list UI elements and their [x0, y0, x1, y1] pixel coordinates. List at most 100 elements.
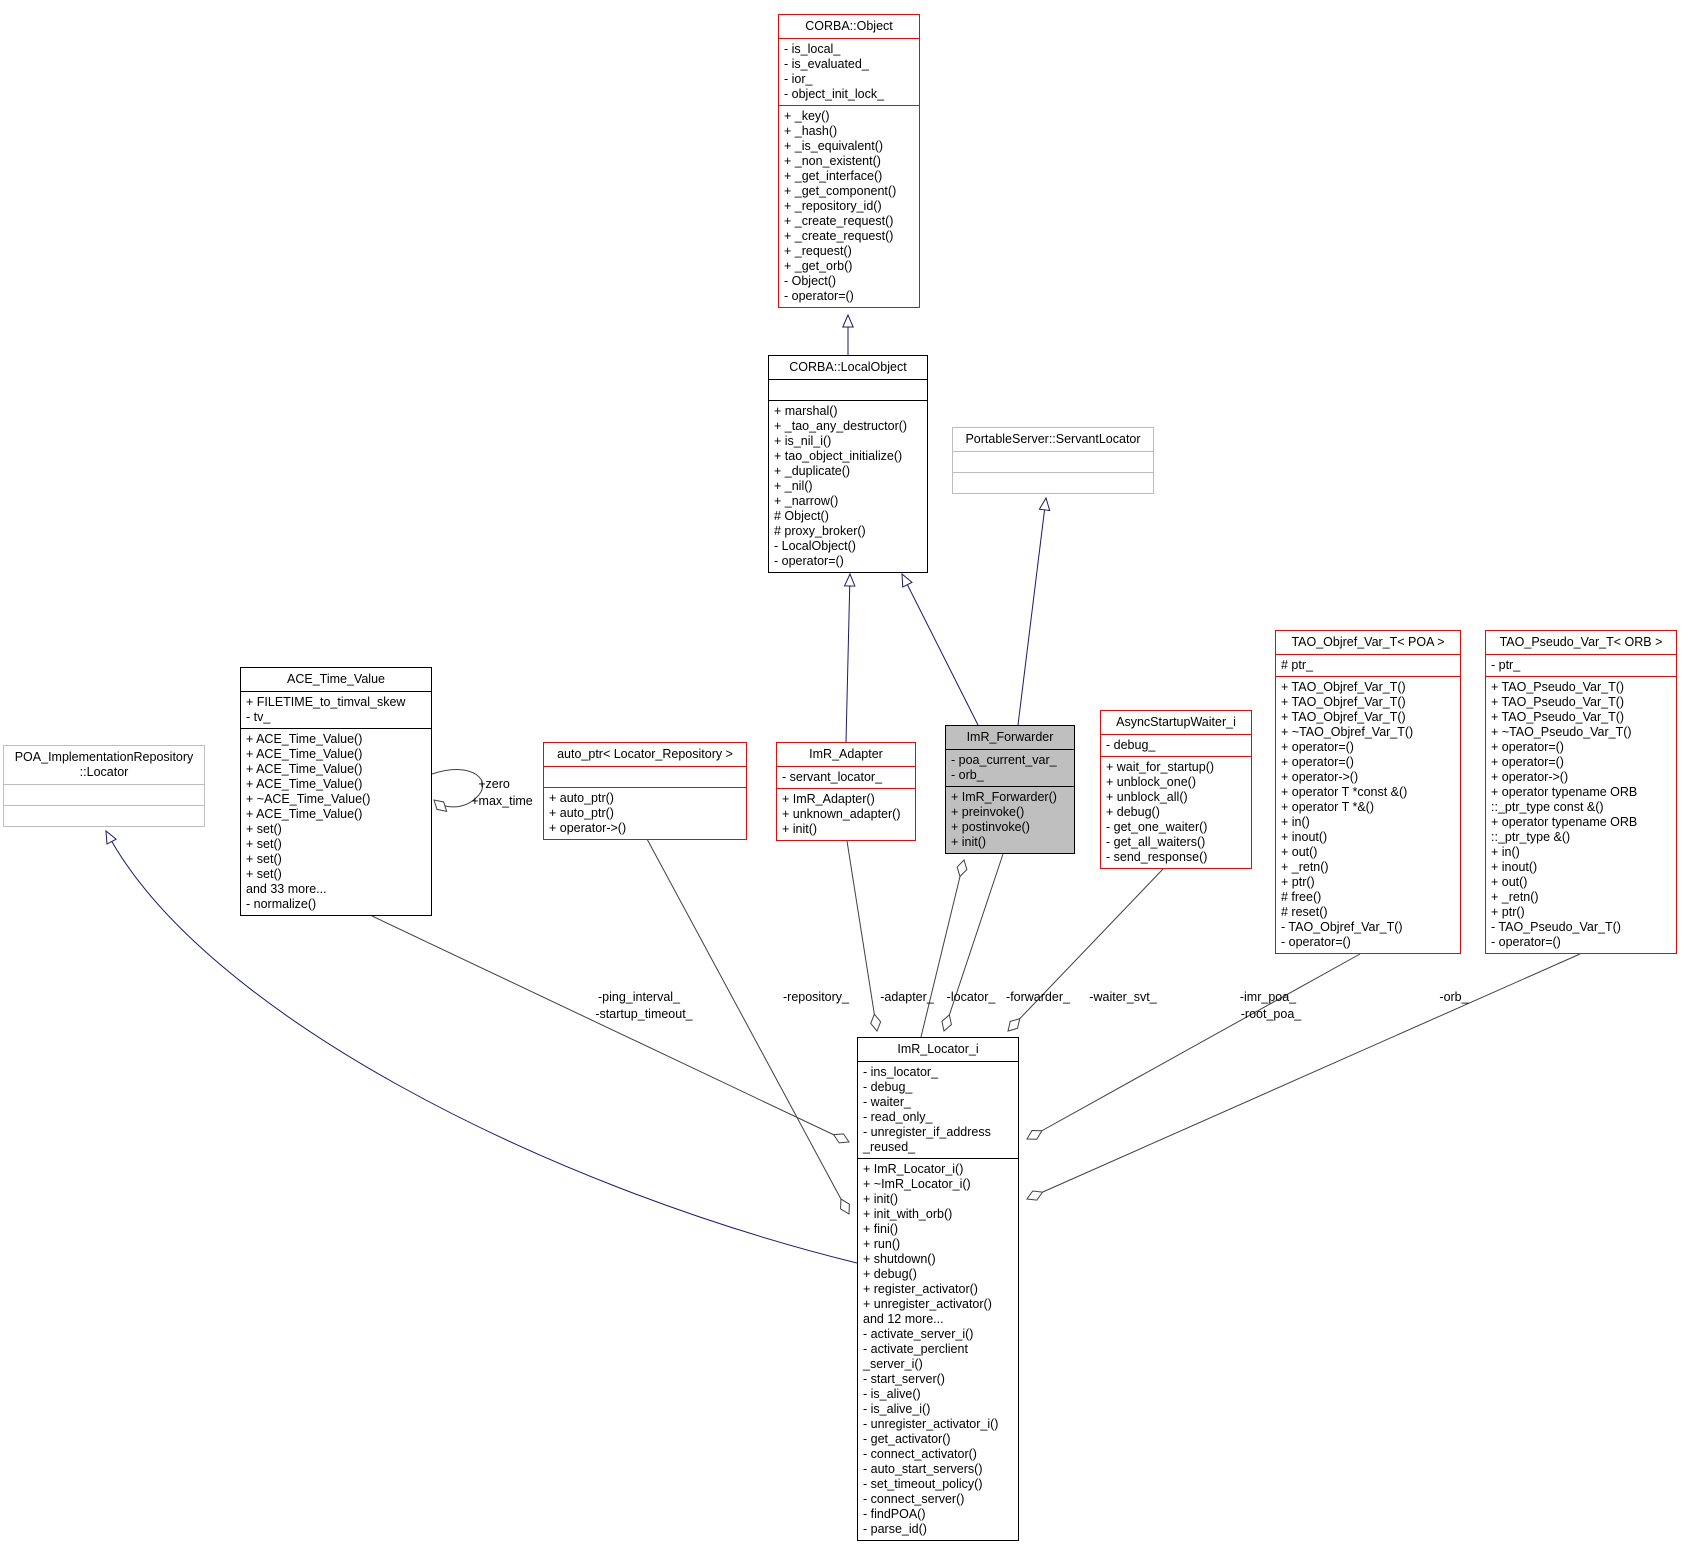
- member-row: + init(): [782, 822, 818, 836]
- member-row: - operator=(): [1281, 935, 1351, 949]
- class-poa-implementationrepository-locator[interactable]: POA_ImplementationRepository ::Locator: [3, 745, 205, 827]
- member-row: + operator=(): [1491, 755, 1564, 769]
- member-row: + ACE_Time_Value(): [246, 732, 363, 746]
- member-row: - unregister_activator_i(): [863, 1417, 999, 1431]
- member-row: - waiter_: [863, 1095, 911, 1109]
- member-row: + ACE_Time_Value(): [246, 762, 363, 776]
- edge-label-repository: -repository_: [783, 990, 850, 1004]
- member-row: + init(): [951, 835, 987, 849]
- member-row: - auto_start_servers(): [863, 1462, 983, 1476]
- edge-objrefvar-to-locatori: [1026, 953, 1361, 1140]
- class-auto-ptr-locator-repository[interactable]: auto_ptr< Locator_Repository > + auto_pt…: [543, 742, 747, 840]
- class-imr-adapter[interactable]: ImR_Adapter - servant_locator_ + ImR_Ada…: [776, 742, 916, 841]
- member-row: + _repository_id(): [784, 199, 882, 213]
- member-row: - is_local_: [784, 42, 841, 56]
- member-row: + TAO_Pseudo_Var_T(): [1491, 695, 1625, 709]
- methods-section: + _key()+ _hash()+ _is_equivalent()+ _no…: [779, 105, 919, 307]
- member-row: + ~ImR_Locator_i(): [863, 1177, 971, 1191]
- member-row: + auto_ptr(): [549, 806, 614, 820]
- member-row: - debug_: [863, 1080, 913, 1094]
- member-row: and 12 more...: [863, 1312, 944, 1326]
- member-row: + _narrow(): [774, 494, 839, 508]
- methods-section: + TAO_Objref_Var_T()+ TAO_Objref_Var_T()…: [1276, 676, 1460, 953]
- edge-forwarder-to-servantlocator: [1017, 496, 1051, 726]
- member-row: - ins_locator_: [863, 1065, 939, 1079]
- member-row: + inout(): [1491, 860, 1538, 874]
- class-tao-pseudo-var-t-orb[interactable]: TAO_Pseudo_Var_T< ORB > - ptr_ + TAO_Pse…: [1485, 630, 1677, 954]
- member-row: - TAO_Objref_Var_T(): [1281, 920, 1403, 934]
- class-title: TAO_Objref_Var_T< POA >: [1291, 635, 1445, 649]
- member-row: + _request(): [784, 244, 852, 258]
- member-row: + ~ACE_Time_Value(): [246, 792, 371, 806]
- member-row: + _is_equivalent(): [784, 139, 884, 153]
- member-row: + set(): [246, 822, 282, 836]
- edge-label-startup-timeout: -startup_timeout_: [595, 1007, 693, 1021]
- member-row: - activate_perclient _server_i(): [863, 1342, 968, 1371]
- member-row: + fini(): [863, 1222, 899, 1236]
- class-title: ImR_Locator_i: [897, 1042, 979, 1056]
- member-row: + ~TAO_Objref_Var_T(): [1281, 725, 1414, 739]
- member-row: + operator typename ORB ::_ptr_type &(): [1491, 815, 1638, 844]
- edge-label-ping-interval: -ping_interval_: [598, 990, 681, 1004]
- edge-label-root-poa: -root_poa_: [1241, 1007, 1303, 1021]
- member-row: - is_alive_i(): [863, 1402, 931, 1416]
- member-row: and 33 more...: [246, 882, 327, 896]
- member-row: - ptr_: [1491, 658, 1521, 672]
- member-row: - start_server(): [863, 1372, 945, 1386]
- member-row: + postinvoke(): [951, 820, 1030, 834]
- member-row: - operator=(): [1491, 935, 1561, 949]
- member-row: - TAO_Pseudo_Var_T(): [1491, 920, 1621, 934]
- member-row: - set_timeout_policy(): [863, 1477, 983, 1491]
- member-row: + _hash(): [784, 124, 838, 138]
- member-row: + operator->(): [549, 821, 627, 835]
- member-row: + operator=(): [1281, 755, 1354, 769]
- member-row: + set(): [246, 867, 282, 881]
- member-row: - orb_: [951, 768, 984, 782]
- class-imr-locator-i[interactable]: ImR_Locator_i - ins_locator_- debug_- wa…: [857, 1037, 1019, 1541]
- edge-label-adapter: -adapter_: [880, 990, 935, 1004]
- member-row: # reset(): [1281, 905, 1328, 919]
- member-row: + in(): [1281, 815, 1310, 829]
- edge-ace-self-loop: [431, 769, 483, 813]
- member-row: + ptr(): [1491, 905, 1525, 919]
- member-row: + set(): [246, 837, 282, 851]
- member-row: + _get_interface(): [784, 169, 883, 183]
- methods-section: [953, 472, 1153, 493]
- class-imr-forwarder[interactable]: ImR_Forwarder - poa_current_var_- orb_ +…: [945, 725, 1075, 854]
- member-row: + out(): [1491, 875, 1528, 889]
- member-row: + ACE_Time_Value(): [246, 807, 363, 821]
- member-row: + operator T *const &(): [1281, 785, 1408, 799]
- member-row: - connect_activator(): [863, 1447, 977, 1461]
- methods-section: + ACE_Time_Value() + ACE_Time_Value() + AC…: [241, 728, 431, 915]
- member-row: + wait_for_startup(): [1106, 760, 1215, 774]
- member-row: + in(): [1491, 845, 1520, 859]
- class-corba-object[interactable]: CORBA::Object - is_local_- is_evaluated_…: [778, 14, 920, 308]
- member-row: + unregister_activator(): [863, 1297, 992, 1311]
- member-row: - ior_: [784, 72, 813, 86]
- member-row: # Object(): [774, 509, 829, 523]
- class-tao-objref-var-t-poa[interactable]: TAO_Objref_Var_T< POA > # ptr_ + TAO_Obj…: [1275, 630, 1461, 954]
- edge-label-locator: -locator_: [947, 990, 997, 1004]
- member-row: + _create_request(): [784, 229, 894, 243]
- member-row: - read_only_: [863, 1110, 933, 1124]
- attributes-section: - poa_current_var_- orb_: [946, 749, 1074, 786]
- member-row: - findPOA(): [863, 1507, 926, 1521]
- methods-section: [4, 805, 204, 826]
- member-row: + _key(): [784, 109, 830, 123]
- member-row: - operator=(): [784, 289, 854, 303]
- class-asyncstartupwaiter-i[interactable]: AsyncStartupWaiter_i - debug_ + wait_for…: [1100, 710, 1252, 869]
- class-corba-localobject[interactable]: CORBA::LocalObject + marshal()+ _tao_any…: [768, 355, 928, 573]
- edge-forwarder-to-locatori-forwarder: [941, 853, 1004, 1032]
- methods-section: + wait_for_startup()+ unblock_one()+ unb…: [1101, 756, 1251, 868]
- attributes-section: [953, 451, 1153, 472]
- class-ace-time-value[interactable]: ACE_Time_Value + FILETIME_to_timval_skew…: [240, 667, 432, 916]
- class-title: CORBA::LocalObject: [789, 360, 907, 374]
- member-row: - LocalObject(): [774, 539, 856, 553]
- member-row: + ImR_Forwarder(): [951, 790, 1057, 804]
- attributes-section: [4, 784, 204, 805]
- member-row: + unblock_all(): [1106, 790, 1188, 804]
- class-portableserver-servantlocator[interactable]: PortableServer::ServantLocator: [952, 427, 1154, 494]
- member-row: - send_response(): [1106, 850, 1208, 864]
- attributes-section: - ptr_: [1486, 654, 1676, 676]
